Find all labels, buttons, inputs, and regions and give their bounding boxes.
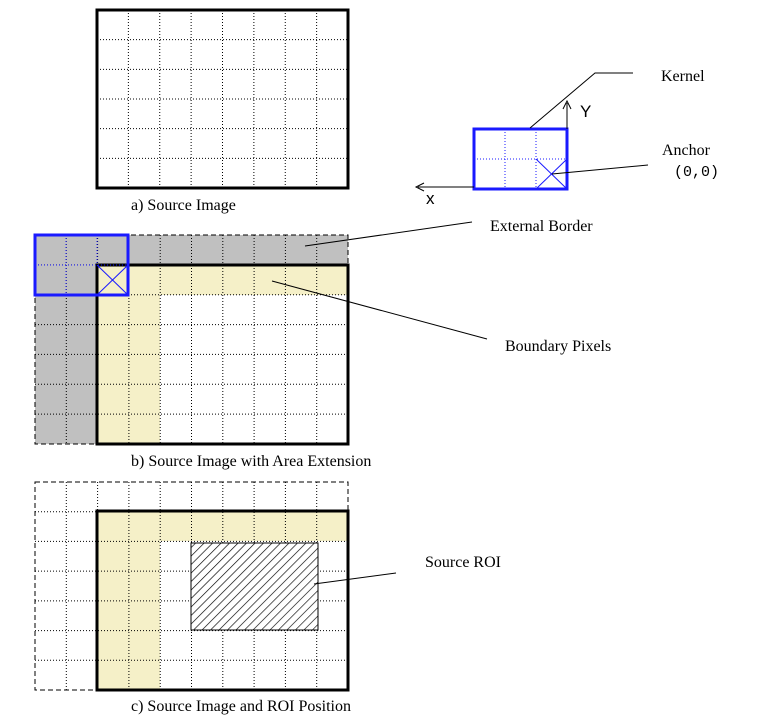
source-image-outline-c <box>95 509 350 692</box>
x-axis-arrow <box>414 182 425 192</box>
caption-roi-position: c) Source Image and ROI Position <box>131 698 351 715</box>
kernel-label: Kernel <box>661 68 705 85</box>
source-roi <box>190 542 319 631</box>
source-image-outline-b <box>95 263 350 446</box>
y-axis-arrow <box>562 99 572 110</box>
source-roi-leader <box>313 572 397 585</box>
y-axis-label: Y <box>580 102 591 121</box>
source-image-grid <box>97 10 348 188</box>
x-axis-label: x <box>426 189 435 208</box>
kernel-box <box>474 129 567 189</box>
panel-a-source-image: a) Source Image <box>95 8 350 214</box>
kernel-outline <box>472 127 569 191</box>
external-border-leader <box>304 221 473 247</box>
anchor-coords: (0,0) <box>674 164 719 181</box>
source-roi-label: Source ROI <box>425 554 501 571</box>
boundary-pixels-label: Boundary Pixels <box>505 338 611 355</box>
kernel-illustration: x Y Kernel Anchor (0,0) <box>414 68 719 208</box>
source-image-outline <box>95 8 350 190</box>
anchor-leader <box>551 164 649 175</box>
kernel-leader <box>529 72 633 129</box>
corner-kernel-outline <box>33 233 130 297</box>
anchor-label: Anchor <box>662 142 711 159</box>
caption-source-image: a) Source Image <box>131 197 236 214</box>
boundary-pixels-leader <box>271 280 488 340</box>
anchor-cross-2 <box>535 158 568 190</box>
corner-anchor-cross-2 <box>96 264 129 296</box>
panel-b-area-extension: External Border Boundary Pixels b) Sourc… <box>33 218 611 470</box>
external-border-label: External Border <box>490 218 593 235</box>
panel-c-roi-position: Source ROI c) Source Image and ROI Posit… <box>34 481 501 715</box>
caption-area-extension: b) Source Image with Area Extension <box>131 453 371 470</box>
